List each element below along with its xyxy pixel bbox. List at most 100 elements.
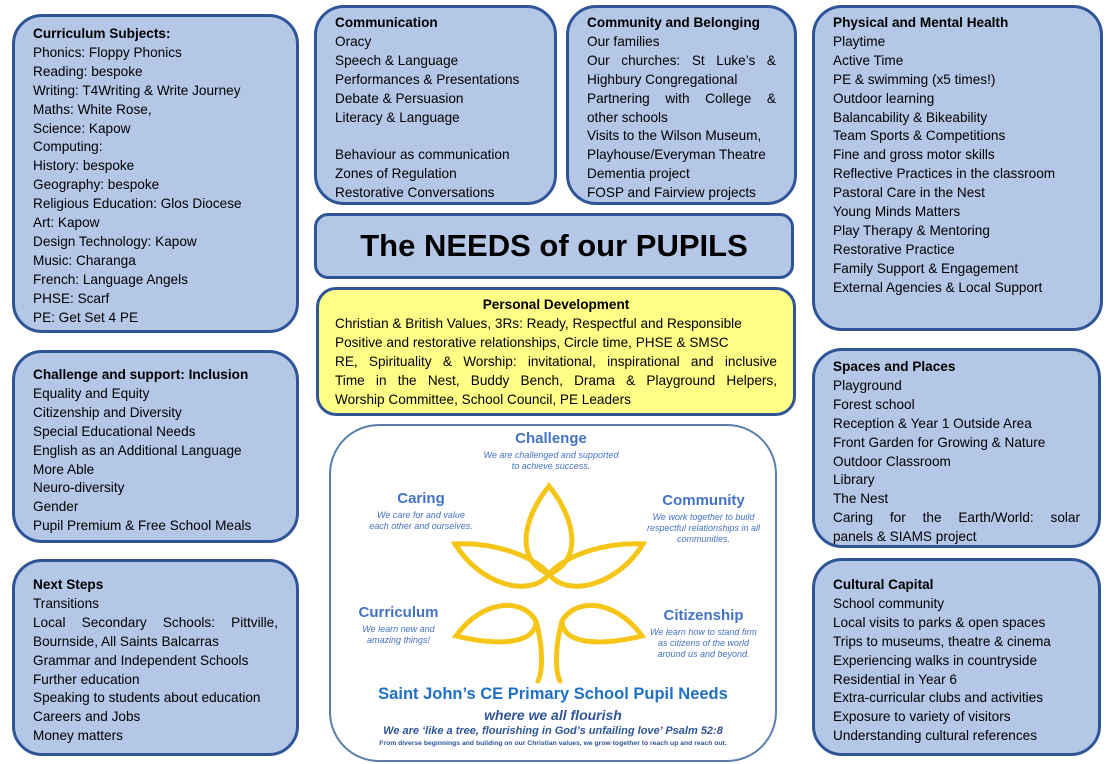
list-item: Money matters bbox=[33, 728, 123, 744]
list-item: PHSE: Scarf bbox=[33, 290, 110, 306]
box-title: Spaces and Places bbox=[833, 359, 956, 374]
desc-line: to achieve success. bbox=[511, 461, 591, 471]
list-item: Computing: bbox=[33, 139, 103, 155]
list-item: PE & swimming (x5 times!) bbox=[833, 71, 996, 87]
list-item: Zones of Regulation bbox=[335, 166, 457, 182]
list-item: Grammar and Independent Schools bbox=[33, 652, 249, 668]
list-item: Art: Kapow bbox=[33, 215, 100, 231]
list-item: Exposure to variety of visitors bbox=[833, 709, 1011, 725]
list-item: Understanding cultural references bbox=[833, 728, 1038, 744]
list-item: Our families bbox=[587, 33, 660, 49]
list-item: Library bbox=[833, 472, 875, 488]
list-item: Playtime bbox=[833, 33, 886, 49]
list-item: Pastoral Care in the Nest bbox=[833, 185, 985, 201]
list-item: Neuro-diversity bbox=[33, 480, 125, 496]
desc-line: respectful relationships in all bbox=[646, 523, 761, 533]
list-item: Extra-curricular clubs and activities bbox=[833, 690, 1044, 706]
school-vision-logo: Challenge We are challenged and supporte… bbox=[329, 424, 777, 762]
desc-line: We care for and value bbox=[377, 510, 465, 520]
box-title: Community and Belonging bbox=[587, 15, 760, 30]
list-item: Religious Education: Glos Diocese bbox=[33, 196, 242, 212]
list-item: Further education bbox=[33, 671, 140, 687]
desc-line: around us and beyond. bbox=[657, 649, 750, 659]
list-item: Young Minds Matters bbox=[833, 204, 961, 220]
psalm-verse: We are ‘like a tree, flourishing in God’… bbox=[383, 725, 723, 737]
list-item: Geography: bespoke bbox=[33, 177, 160, 193]
list-item: Local Secondary Schools: Pittville, bbox=[33, 614, 278, 630]
list-item: Residential in Year 6 bbox=[833, 671, 957, 687]
list-item: Debate & Persuasion bbox=[335, 90, 464, 106]
list-item: Restorative Conversations bbox=[335, 185, 495, 201]
list-item: other schools bbox=[587, 109, 668, 125]
list-item: Design Technology: Kapow bbox=[33, 233, 197, 249]
list-item: Caring for the Earth/World: solar bbox=[833, 510, 1080, 526]
personal-development-box: Personal Development Christian & British… bbox=[316, 287, 796, 416]
challenge-heading: Challenge bbox=[515, 430, 587, 447]
flower-icon bbox=[450, 481, 648, 684]
list-item: History: bespoke bbox=[33, 158, 135, 174]
list-item: Phonics: Floppy Phonics bbox=[33, 44, 182, 60]
list-item: Performances & Presentations bbox=[335, 71, 520, 87]
curriculum-subjects-box: Curriculum Subjects: Phonics: Floppy Phon… bbox=[12, 14, 299, 333]
desc-line: as citizens of the world bbox=[657, 638, 750, 648]
list-item: Front Garden for Growing & Nature bbox=[833, 434, 1046, 450]
box-title: Curriculum Subjects: bbox=[33, 26, 171, 41]
list-item: Forest school bbox=[833, 396, 915, 412]
box-title: Challenge and support: Inclusion bbox=[33, 367, 249, 382]
box-title: Physical and Mental Health bbox=[833, 15, 1009, 30]
list-item: Christian & British Values, 3Rs: Ready, … bbox=[335, 315, 742, 331]
list-item: Play Therapy & Mentoring bbox=[833, 222, 990, 238]
list-item: Restorative Practice bbox=[833, 241, 955, 257]
list-item: Reading: bespoke bbox=[33, 63, 143, 79]
list-item: Positive and restorative relationships, … bbox=[335, 334, 729, 350]
list-item: Local visits to parks & open spaces bbox=[833, 614, 1046, 630]
list-item: Worship Committee, School Council, PE Le… bbox=[335, 391, 631, 407]
list-item: Highbury Congregational bbox=[587, 71, 738, 87]
list-item: RE, Spirituality & Worship: invitational… bbox=[335, 353, 777, 369]
tagline: where we all flourish bbox=[484, 707, 622, 723]
list-item: Transitions bbox=[33, 595, 99, 611]
list-item: Outdoor learning bbox=[833, 90, 935, 106]
list-item: Speaking to students about education bbox=[33, 690, 261, 706]
desc-line: each other and ourselves. bbox=[369, 521, 473, 531]
list-item: More Able bbox=[33, 461, 95, 477]
school-name: Saint John’s CE Primary School Pupil Nee… bbox=[378, 685, 728, 703]
desc-line: We are challenged and supported bbox=[483, 450, 619, 460]
list-item: panels & SIAMS project bbox=[833, 529, 977, 545]
page-title: The NEEDS of our PUPILS bbox=[314, 213, 794, 279]
list-item: Reflective Practices in the classroom bbox=[833, 166, 1056, 182]
desc-line: communities. bbox=[676, 534, 730, 544]
list-item: Science: Kapow bbox=[33, 120, 131, 136]
list-item: Careers and Jobs bbox=[33, 709, 141, 725]
list-item: Family Support & Engagement bbox=[833, 260, 1019, 276]
desc-line: amazing things! bbox=[366, 635, 431, 645]
list-item: Dementia project bbox=[587, 166, 690, 182]
box-title: Communication bbox=[335, 15, 438, 30]
caring-heading: Caring bbox=[397, 490, 445, 507]
list-item: Fine and gross motor skills bbox=[833, 147, 995, 163]
list-item: Music: Charanga bbox=[33, 252, 136, 268]
list-item: PE: Get Set 4 PE bbox=[33, 309, 139, 325]
list-item: Active Time bbox=[833, 52, 904, 68]
list-item: Visits to the Wilson Museum, bbox=[587, 128, 762, 144]
list-item: English as an Additional Language bbox=[33, 442, 242, 458]
list-item: School community bbox=[833, 595, 945, 611]
list-item: Reception & Year 1 Outside Area bbox=[833, 415, 1032, 431]
list-item: Oracy bbox=[335, 33, 372, 49]
list-item: Pupil Premium & Free School Meals bbox=[33, 518, 252, 534]
motto: From diverse beginnings and building on … bbox=[379, 740, 727, 747]
citizenship-heading: Citizenship bbox=[663, 607, 744, 624]
desc-line: We work together to build bbox=[652, 512, 755, 522]
community-heading: Community bbox=[662, 492, 745, 509]
